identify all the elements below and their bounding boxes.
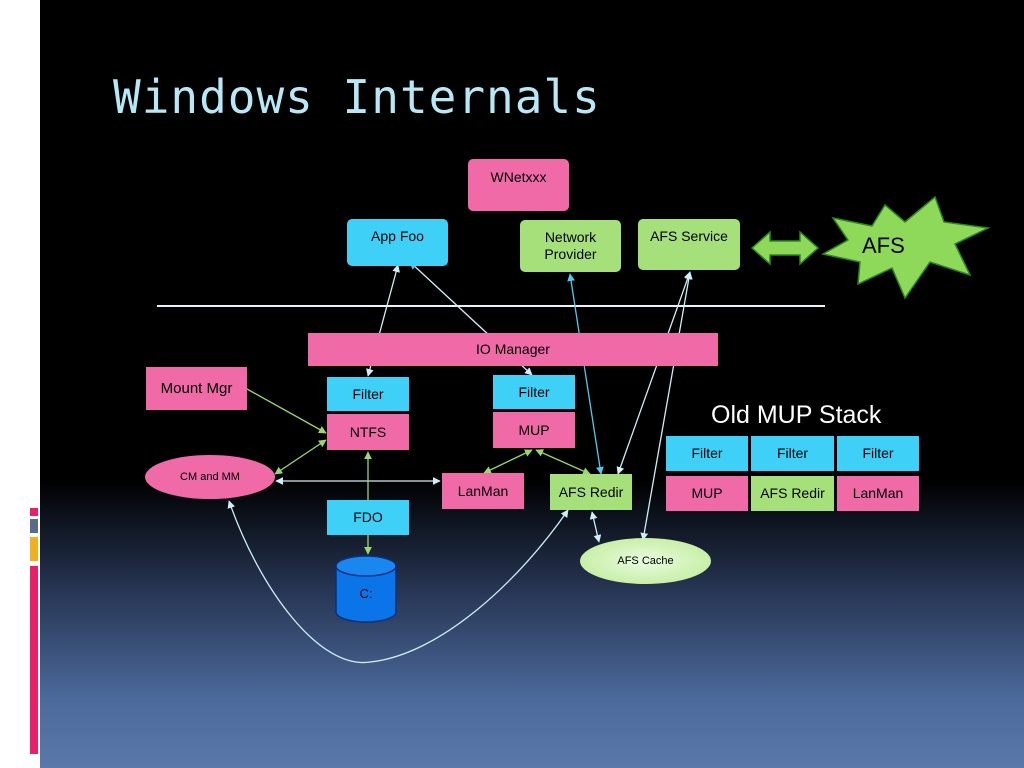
cm-mm-node: CM and MM <box>145 455 275 499</box>
afs-redir-node: AFS Redir <box>550 474 632 510</box>
arrow-mup-afsredir <box>535 449 591 475</box>
old-stack-afs-redir: AFS Redir <box>751 476 834 511</box>
mount-mgr-node: Mount Mgr <box>146 367 247 410</box>
afs-starburst-icon <box>820 195 991 300</box>
old-stack-filter-1: Filter <box>666 436 748 471</box>
arrow-afsservice-afscache <box>640 271 693 541</box>
old-stack-lanman: LanMan <box>837 476 919 511</box>
io-manager-node: IO Manager <box>308 333 718 366</box>
accent-bar-gold <box>30 537 38 561</box>
arrow-mup-lanman <box>483 449 533 474</box>
network-provider-node: Network Provider <box>520 220 621 272</box>
ntfs-filter-node: Filter <box>327 377 409 411</box>
mup-node: MUP <box>493 412 575 448</box>
old-stack-mup: MUP <box>666 476 748 511</box>
accent-bar-pink <box>30 508 38 516</box>
afs-star-label: AFS <box>862 233 905 258</box>
app-foo-node: App Foo <box>347 219 448 266</box>
afs-service-node: AFS Service <box>638 219 740 270</box>
arrow-afsredir-afscache <box>589 511 602 543</box>
arrow-cmmm-ntfs <box>274 439 327 475</box>
ntfs-node: NTFS <box>327 414 409 450</box>
arrow-netprovider-afsredir <box>567 273 604 475</box>
afs-cache-node: AFS Cache <box>580 538 711 584</box>
accent-bar-long <box>30 566 38 754</box>
double-arrow-icon <box>750 230 820 266</box>
accent-bar-gray <box>30 519 38 533</box>
lanman-node: LanMan <box>442 473 524 509</box>
wnetxxx-node: WNetxxx <box>468 159 569 211</box>
arrow-cmmm-afsredir-curve <box>227 500 569 664</box>
old-mup-stack-label: Old MUP Stack <box>711 401 882 429</box>
arrow-mountmgr-ntfs <box>246 388 327 434</box>
mup-filter-node: Filter <box>493 375 575 409</box>
disk-cylinder-icon <box>335 555 397 623</box>
slide-title: Windows Internals <box>113 70 601 124</box>
old-stack-filter-3: Filter <box>837 436 919 471</box>
fdo-node: FDO <box>327 500 409 535</box>
old-stack-filter-2: Filter <box>751 436 834 471</box>
disk-label: C: <box>359 585 373 601</box>
